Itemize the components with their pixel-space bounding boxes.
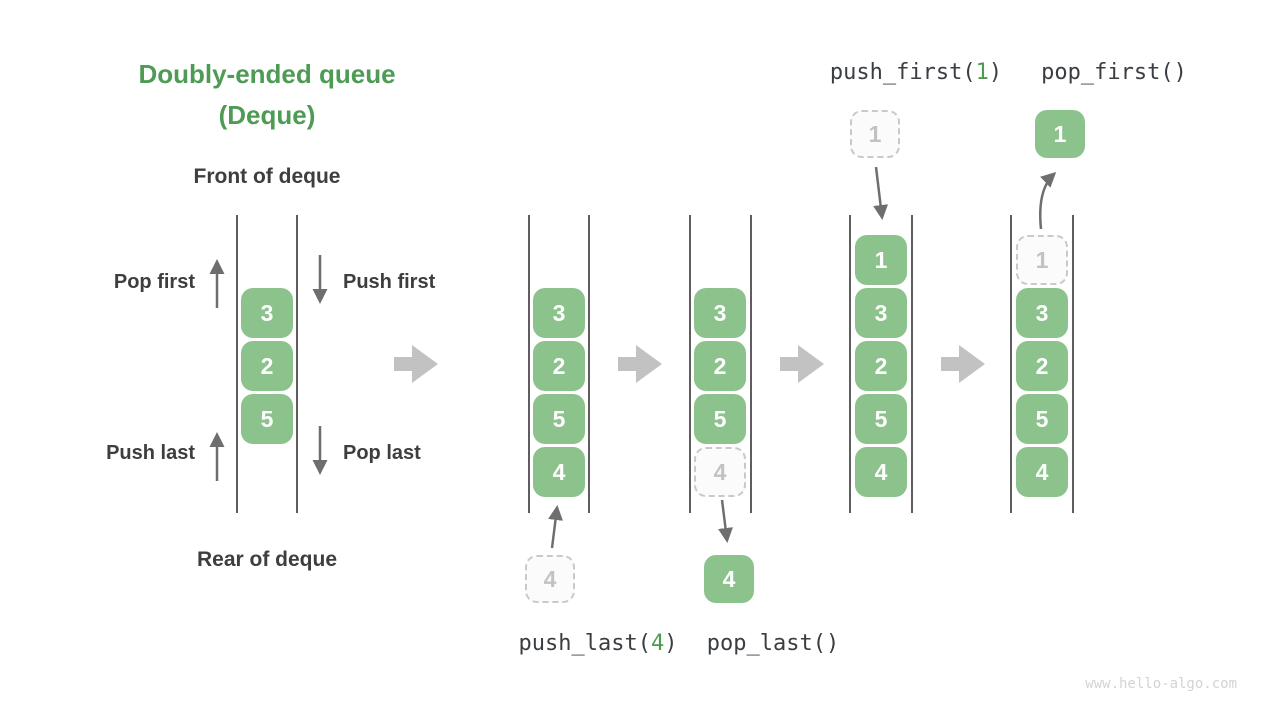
deque-cell: 3 — [241, 288, 293, 338]
code-text: ) — [664, 631, 678, 656]
deque-cell: 5 — [241, 394, 293, 444]
queue-wall — [528, 215, 530, 513]
code-text: push_first( — [829, 60, 976, 85]
queue-wall — [1072, 215, 1074, 513]
popped-cell: 4 — [704, 555, 754, 603]
deque-cell: 3 — [1016, 288, 1068, 338]
deque-cell: 5 — [533, 394, 585, 444]
front-of-deque-label: Front of deque — [193, 165, 341, 188]
deque-cell: 5 — [694, 394, 746, 444]
code-text: pop_last() — [706, 631, 840, 656]
incoming-cell-ghost: 1 — [850, 110, 900, 158]
title-line-2: (Deque) — [218, 100, 316, 130]
push-first-label: Push first — [343, 271, 436, 293]
code-text: ) — [988, 60, 1003, 85]
removed-cell-ghost: 1 — [1016, 235, 1068, 285]
push-last-insert-arrow-icon — [548, 505, 563, 549]
queue-wall — [588, 215, 590, 513]
transition-arrow-icon — [780, 345, 824, 383]
deque-cell: 2 — [241, 341, 293, 391]
deque-cell: 2 — [533, 341, 585, 391]
deque-cell: 5 — [855, 394, 907, 444]
queue-wall — [236, 215, 238, 513]
pop-last-remove-arrow-icon — [718, 499, 733, 543]
push-first-code-label: push_first(1) — [830, 60, 1002, 85]
code-text: push_last( — [518, 631, 651, 656]
queue-wall — [849, 215, 851, 513]
deque-cell: 3 — [694, 288, 746, 338]
deque-cell: 4 — [1016, 447, 1068, 497]
deque-cell: 4 — [533, 447, 585, 497]
deque-cell: 3 — [533, 288, 585, 338]
code-arg: 4 — [650, 631, 665, 656]
pop-last-code-label: pop_last() — [707, 631, 839, 656]
pop-last-label: Pop last — [343, 442, 421, 464]
transition-arrow-icon — [618, 345, 662, 383]
queue-wall — [911, 215, 913, 513]
watermark: www.hello-algo.com — [1085, 676, 1237, 692]
queue-wall — [689, 215, 691, 513]
code-text: pop_first() — [1041, 60, 1187, 85]
deque-cell: 2 — [1016, 341, 1068, 391]
deque-cell: 1 — [855, 235, 907, 285]
push-first-insert-arrow-icon — [873, 166, 889, 220]
transition-arrow-icon — [941, 345, 985, 383]
deque-cell: 4 — [855, 447, 907, 497]
push-last-label: Push last — [106, 442, 195, 464]
pop-first-code-label: pop_first() — [1041, 60, 1187, 85]
queue-wall — [1010, 215, 1012, 513]
push-last-code-label: push_last(4) — [519, 631, 678, 656]
code-arg: 1 — [975, 60, 989, 85]
deque-cell: 3 — [855, 288, 907, 338]
transition-arrow-icon — [394, 345, 438, 383]
deque-cell: 2 — [855, 341, 907, 391]
deque-cell: 5 — [1016, 394, 1068, 444]
rear-of-deque-label: Rear of deque — [196, 548, 338, 571]
incoming-cell-ghost: 4 — [525, 555, 575, 603]
deque-cell: 2 — [694, 341, 746, 391]
pop-first-label: Pop first — [113, 271, 195, 293]
popped-cell: 1 — [1035, 110, 1085, 158]
queue-wall — [750, 215, 752, 513]
diagram-title: Doubly-ended queue (Deque) — [87, 54, 447, 136]
removed-cell-ghost: 4 — [694, 447, 746, 497]
queue-wall — [296, 215, 298, 513]
title-line-1: Doubly-ended queue — [138, 59, 396, 89]
pop-first-remove-arrow-icon — [1039, 171, 1057, 230]
